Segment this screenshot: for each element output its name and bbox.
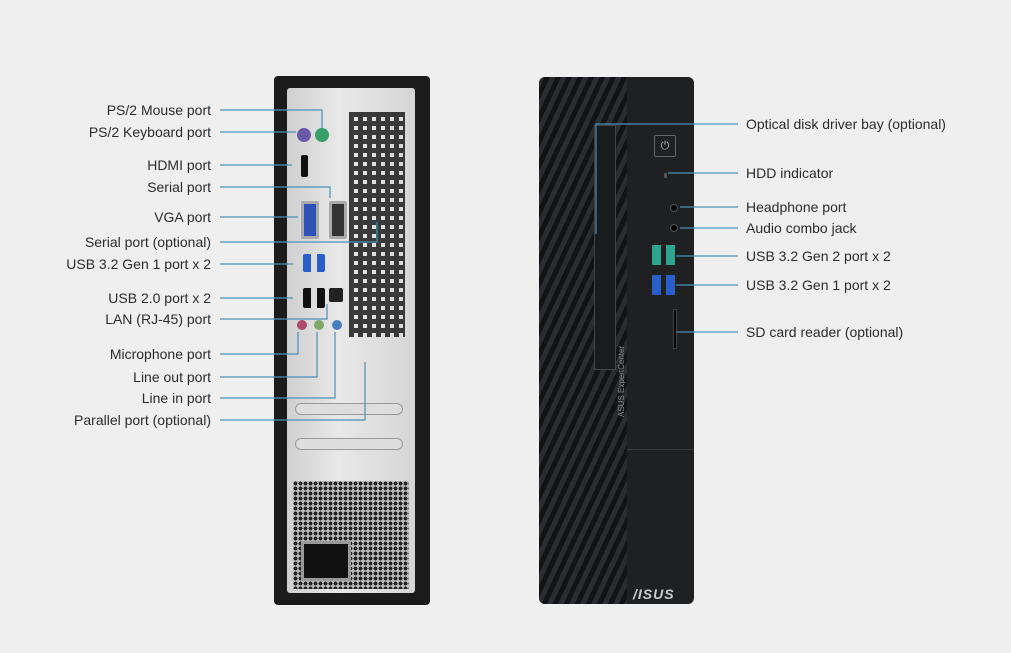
power-socket — [301, 541, 351, 581]
label-parallel: Parallel port (optional) — [74, 412, 211, 428]
serial-port — [329, 201, 347, 239]
usb20-ports — [303, 288, 325, 308]
label-usb32-gen2: USB 3.2 Gen 2 port x 2 — [746, 248, 891, 264]
leader-line — [220, 222, 378, 243]
label-vga: VGA port — [154, 209, 211, 225]
rear-io-panel — [287, 88, 415, 593]
leader-line — [220, 332, 318, 378]
rear-vent — [309, 110, 349, 130]
label-line-in: Line in port — [141, 390, 211, 406]
usb32-ports — [303, 254, 325, 272]
power-button[interactable]: ⏻ — [654, 135, 676, 157]
label-lan: LAN (RJ-45) port — [105, 311, 211, 327]
ps2-mouse-port — [315, 128, 329, 142]
brand-logo: /ISUS — [633, 586, 675, 602]
pc-front-view: ⏻ ASUS ExpertCenter /ISUS — [539, 77, 694, 604]
hdd-indicator — [664, 173, 667, 178]
leader-line — [595, 123, 738, 234]
label-hdmi: HDMI port — [147, 157, 211, 173]
headphone-jack — [670, 204, 678, 212]
label-microphone: Microphone port — [109, 346, 211, 362]
label-serial-optional: Serial port (optional) — [84, 234, 211, 250]
label-usb20: USB 2.0 port x 2 — [108, 290, 211, 306]
label-audio-combo: Audio combo jack — [746, 220, 857, 236]
audio-combo-jack — [670, 224, 678, 232]
microphone-jack — [297, 320, 307, 330]
label-usb32-gen1: USB 3.2 Gen 1 port x 2 — [66, 256, 211, 272]
lan-port — [329, 288, 343, 302]
label-usb32-gen1-front: USB 3.2 Gen 1 port x 2 — [746, 277, 891, 293]
label-hdd-indicator: HDD indicator — [746, 165, 834, 181]
label-ps2-mouse: PS/2 Mouse port — [106, 102, 211, 118]
label-sd-card: SD card reader (optional) — [746, 324, 904, 340]
leader-line — [220, 362, 366, 421]
front-panel-seam — [627, 449, 694, 450]
label-optical-bay: Optical disk driver bay (optional) — [746, 116, 946, 132]
leader-line — [220, 332, 299, 355]
label-ps2-keyboard: PS/2 Keyboard port — [88, 124, 211, 140]
leader-line — [220, 109, 323, 128]
usb32-gen2-ports — [652, 245, 676, 265]
optical-drive-bay — [594, 125, 616, 370]
label-line-out: Line out port — [133, 369, 211, 385]
leader-line — [220, 186, 331, 198]
line-in-jack — [332, 320, 342, 330]
line-out-jack — [314, 320, 324, 330]
expansion-slot — [295, 438, 403, 450]
label-headphone: Headphone port — [746, 199, 847, 215]
ps2-keyboard-port — [297, 128, 311, 142]
vga-port — [301, 201, 319, 239]
hdmi-port — [301, 155, 308, 177]
leader-line — [220, 304, 328, 320]
expansion-slot — [295, 403, 403, 415]
label-serial: Serial port — [147, 179, 211, 195]
pc-rear-view — [274, 76, 430, 605]
sd-card-slot — [673, 309, 677, 349]
leader-line — [220, 332, 336, 399]
usb32-gen1-front-ports — [652, 275, 676, 295]
